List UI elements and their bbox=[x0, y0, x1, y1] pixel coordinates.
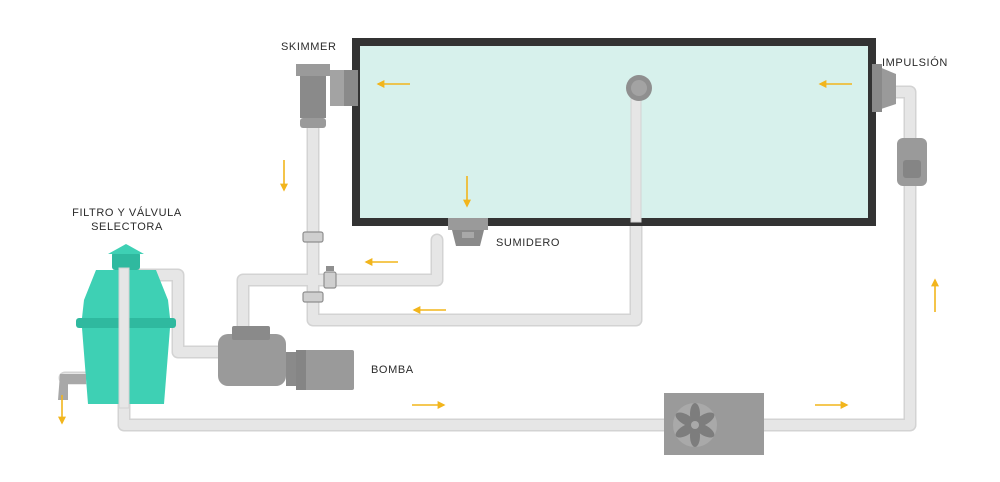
impulsion-nozzle bbox=[872, 64, 896, 112]
skimmer-device bbox=[296, 64, 358, 128]
skimmer-label: SKIMMER bbox=[281, 41, 337, 53]
pump-device bbox=[218, 326, 354, 390]
sumidero-label: SUMIDERO bbox=[496, 237, 561, 249]
filtro-label-line2: SELECTORA bbox=[91, 221, 163, 233]
pool bbox=[352, 38, 876, 226]
impulsion-label: IMPULSIÓN bbox=[882, 57, 948, 69]
pipe-clamps bbox=[302, 231, 337, 303]
bomba-label: BOMBA bbox=[371, 364, 414, 376]
sumidero-drain bbox=[448, 218, 488, 246]
filtro-label: FILTRO Y VÁLVULA SELECTORA bbox=[58, 206, 196, 234]
flow-arrows bbox=[58, 80, 939, 425]
fan-icon bbox=[673, 403, 717, 447]
sand-filter bbox=[58, 244, 176, 409]
heat-pump bbox=[664, 393, 764, 455]
filtro-label-line1: FILTRO Y VÁLVULA bbox=[72, 207, 182, 219]
inline-chlorinator bbox=[897, 138, 927, 186]
